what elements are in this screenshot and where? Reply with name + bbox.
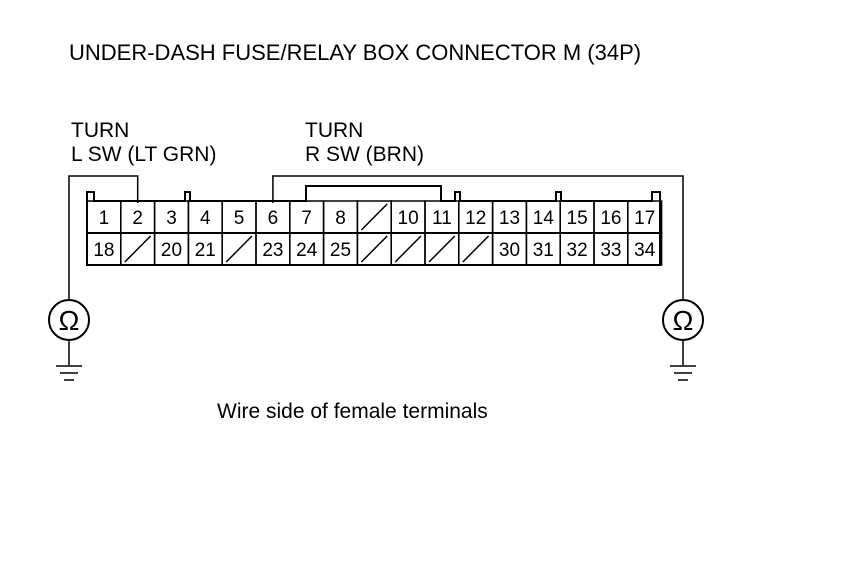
right-ohm-symbol: Ω bbox=[673, 305, 694, 336]
wire-side-caption: Wire side of female terminals bbox=[217, 400, 488, 423]
right-probe-label-line1: TURN bbox=[305, 119, 364, 142]
terminal-number: 11 bbox=[432, 208, 452, 229]
terminal-number: 2 bbox=[132, 208, 143, 229]
terminal-number: 17 bbox=[634, 208, 655, 229]
terminal-number: 20 bbox=[161, 240, 182, 261]
terminal-number: 25 bbox=[330, 240, 351, 261]
unused-terminal-slash bbox=[394, 235, 422, 263]
terminal-number: 5 bbox=[234, 208, 245, 229]
unused-terminal-slash bbox=[124, 235, 152, 263]
terminal-number: 14 bbox=[533, 208, 555, 229]
unused-terminal-slash bbox=[462, 235, 490, 263]
terminal-number: 3 bbox=[166, 208, 177, 229]
unused-terminal-slash bbox=[225, 235, 253, 263]
left-probe-label-line1: TURN bbox=[71, 119, 130, 142]
row2-terminal-cell bbox=[627, 232, 663, 266]
right-probe-label-line2: R SW (BRN) bbox=[305, 143, 424, 166]
left-probe-lead bbox=[68, 175, 139, 300]
unused-terminal-slash bbox=[360, 203, 388, 231]
terminal-number: 33 bbox=[600, 240, 621, 261]
terminal-number: 21 bbox=[195, 240, 216, 261]
terminal-number: 4 bbox=[200, 208, 211, 229]
right-probe-lead bbox=[272, 175, 684, 300]
probe-leads bbox=[68, 175, 684, 300]
terminal-number: 8 bbox=[335, 208, 346, 229]
terminal-number: 32 bbox=[567, 240, 588, 261]
terminal-number: 18 bbox=[93, 240, 114, 261]
left-probe-label-line2: L SW (LT GRN) bbox=[71, 143, 217, 166]
terminal-number: 12 bbox=[465, 208, 486, 229]
terminal-number: 23 bbox=[262, 240, 283, 261]
terminal-number: 7 bbox=[301, 208, 312, 229]
terminal-number: 10 bbox=[398, 208, 419, 229]
terminal-number: 16 bbox=[600, 208, 621, 229]
terminal-number: 1 bbox=[99, 208, 110, 229]
unused-terminal-slash bbox=[360, 235, 388, 263]
left-ohm-symbol: Ω bbox=[59, 305, 80, 336]
terminal-number: 13 bbox=[499, 208, 520, 229]
terminal-number: 24 bbox=[296, 240, 318, 261]
terminal-number: 34 bbox=[634, 240, 656, 261]
terminal-number: 15 bbox=[567, 208, 588, 229]
unused-terminal-slash bbox=[428, 235, 456, 263]
terminal-number: 6 bbox=[268, 208, 279, 229]
terminal-number: 31 bbox=[533, 240, 554, 261]
diagram-title: UNDER-DASH FUSE/RELAY BOX CONNECTOR M (3… bbox=[69, 40, 642, 65]
terminal-number: 30 bbox=[499, 240, 520, 261]
